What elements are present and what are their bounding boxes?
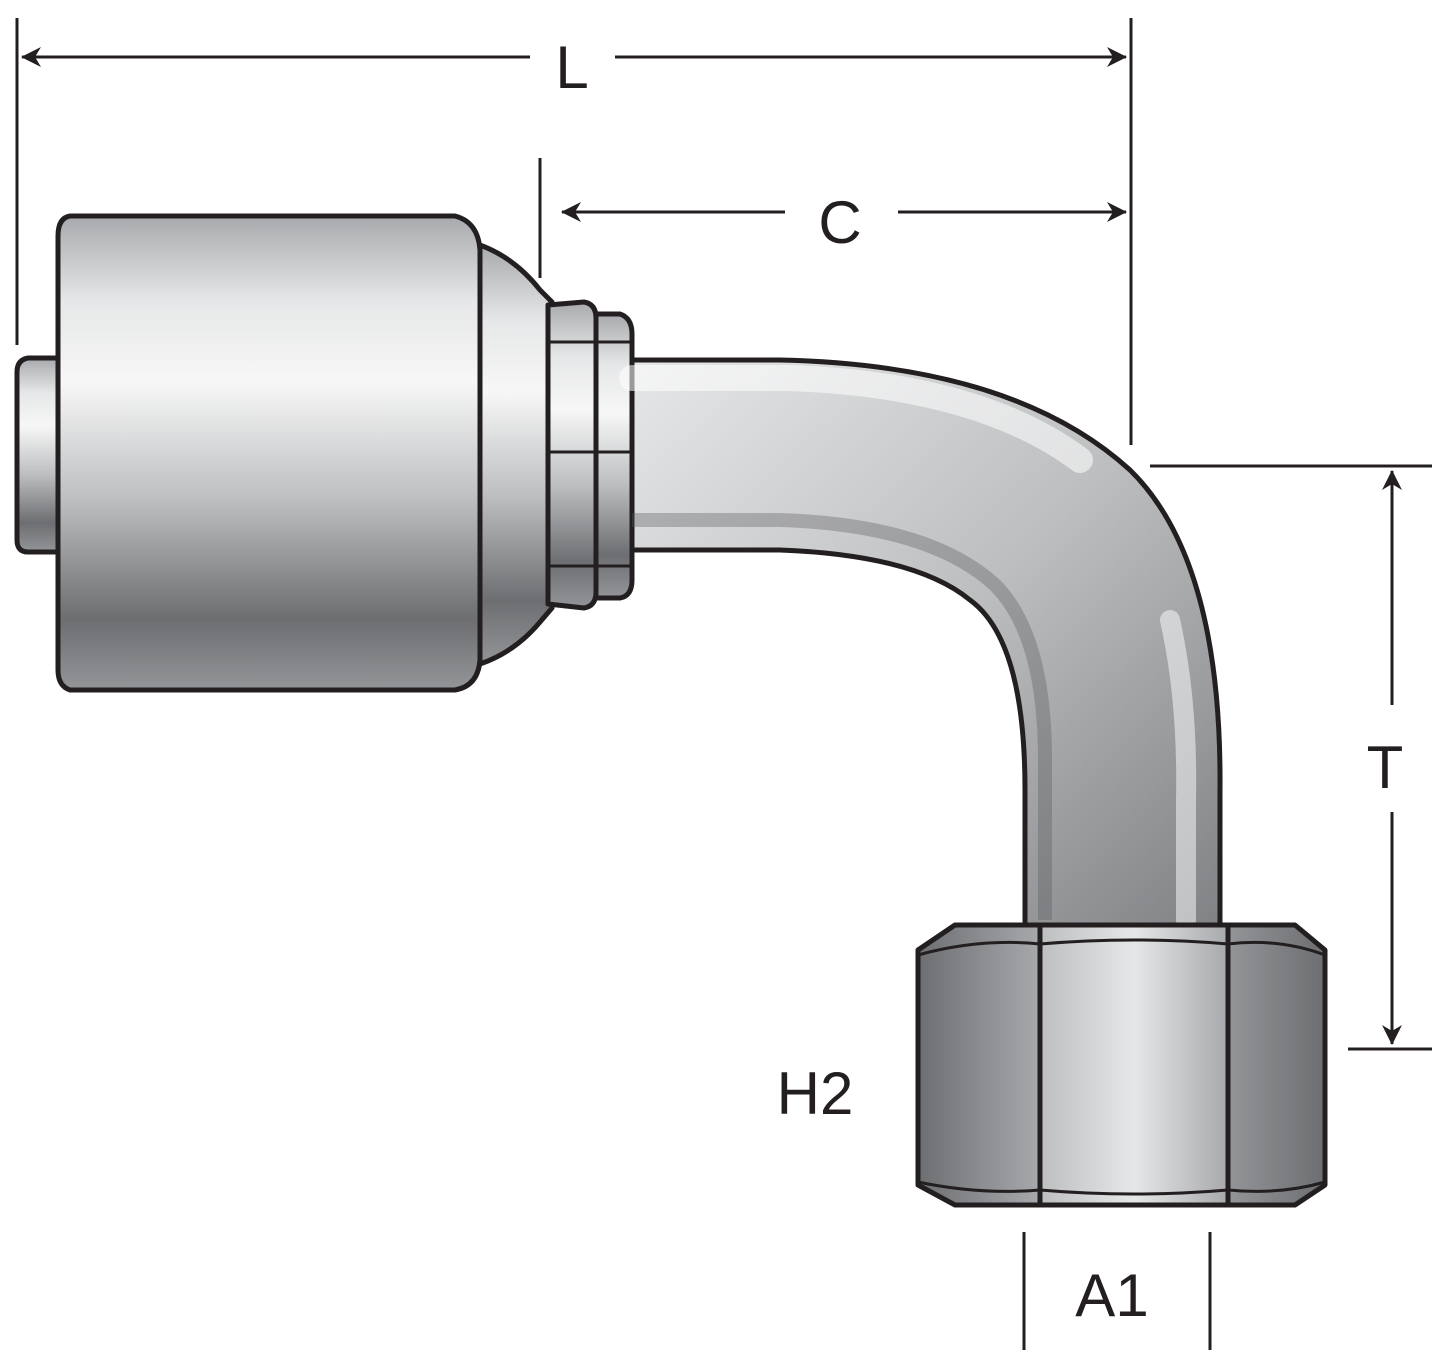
hex-label: H2 — [777, 1060, 854, 1127]
hose-stub — [14, 355, 63, 555]
hex-nut — [915, 922, 1328, 1208]
tube-shadow — [632, 513, 1052, 920]
ferrule-taper — [477, 242, 555, 667]
hex-chamfer-bottom — [917, 1180, 1326, 1196]
nipple-collar-1 — [545, 299, 599, 611]
hex-face-left — [915, 922, 1043, 1208]
thread-label: T — [1367, 734, 1404, 801]
dimension-lines — [15, 18, 1432, 1350]
ferrule-shell — [55, 213, 483, 693]
hex-face-right — [1225, 922, 1328, 1208]
t-label-bg — [1355, 705, 1429, 812]
tube-highlight-v — [1160, 610, 1197, 930]
length-label: L — [555, 34, 588, 101]
l-label-bg — [530, 22, 615, 92]
nipple-collar-2 — [593, 311, 635, 601]
bore-label: A1 — [1075, 1262, 1148, 1329]
center-label: C — [818, 189, 861, 256]
c-label-bg — [785, 178, 898, 248]
hex-face-center — [1037, 922, 1231, 1208]
bent-tube — [629, 357, 1223, 928]
hex-chamfer-top — [917, 938, 1326, 957]
tube-highlight-h — [619, 365, 1093, 473]
